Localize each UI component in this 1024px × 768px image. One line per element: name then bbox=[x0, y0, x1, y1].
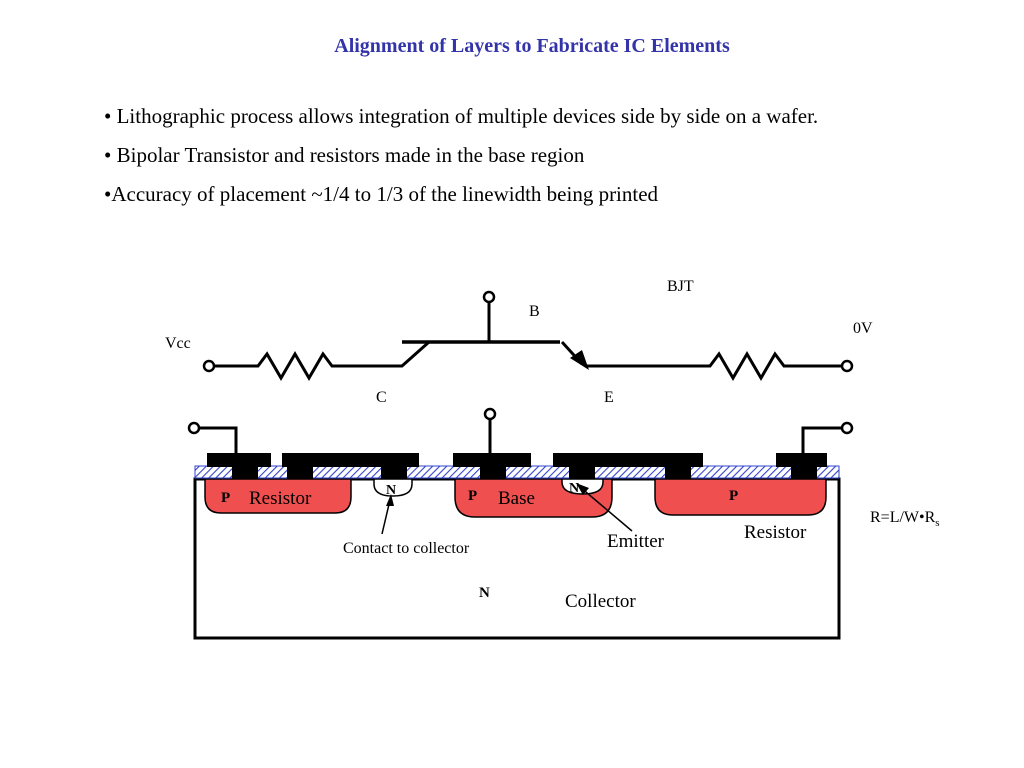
emitter-arrow-icon bbox=[576, 483, 589, 495]
p-label: P bbox=[221, 490, 230, 506]
resistance-formula: R=L/W•Rs bbox=[870, 509, 940, 529]
metal-via bbox=[232, 466, 258, 479]
collector-label: C bbox=[376, 389, 387, 406]
metal-pad bbox=[207, 453, 271, 467]
contact-to-collector-label: Contact to collector bbox=[343, 540, 470, 557]
bullet-item: •Accuracy of placement ~1/4 to 1/3 of th… bbox=[104, 182, 659, 206]
n-collector-contact bbox=[373, 478, 413, 497]
metal-pad bbox=[453, 453, 531, 467]
formula-subscript: s bbox=[935, 517, 939, 529]
emitter-label: Emitter bbox=[607, 531, 665, 552]
metal-via bbox=[569, 466, 595, 479]
circuit-schematic: BJT B Vcc 0V C E bbox=[165, 278, 873, 406]
p-label: P bbox=[468, 488, 477, 504]
p-resistor-right bbox=[654, 478, 827, 516]
emitter-pointer-line bbox=[579, 486, 633, 532]
cross-section: P Resistor N P Base N P Resistor Emitter… bbox=[187, 407, 940, 640]
base-terminal-cs bbox=[483, 407, 497, 421]
contact-arrow-icon bbox=[386, 494, 394, 506]
metal-via bbox=[791, 466, 817, 479]
n-label: N bbox=[569, 481, 579, 496]
right-terminal bbox=[840, 421, 854, 435]
bjt-label: BJT bbox=[667, 278, 694, 295]
left-terminal-wire bbox=[199, 426, 238, 453]
base-terminal bbox=[482, 290, 496, 304]
base-label: B bbox=[529, 303, 540, 320]
metal-via bbox=[381, 466, 407, 479]
collector-label: Collector bbox=[565, 591, 636, 612]
p-resistor-left bbox=[204, 478, 352, 514]
emitter-resistor-wire bbox=[586, 351, 842, 381]
n-label: N bbox=[386, 483, 396, 498]
vcc-label: Vcc bbox=[165, 335, 191, 352]
base-label: Base bbox=[498, 488, 535, 509]
left-terminal bbox=[187, 421, 201, 435]
collector-resistor-wire bbox=[214, 340, 430, 381]
p-label: P bbox=[729, 488, 738, 504]
formula-main: R=L/W•R bbox=[870, 509, 936, 526]
metal-via bbox=[665, 466, 691, 479]
bullet-list: • Lithographic process allows integratio… bbox=[104, 104, 924, 221]
right-terminal-wire bbox=[801, 426, 842, 453]
vcc-terminal bbox=[202, 359, 216, 373]
zero-v-terminal bbox=[840, 359, 854, 373]
metal-via bbox=[287, 466, 313, 479]
zero-v-label: 0V bbox=[853, 320, 873, 337]
metal-pad bbox=[553, 453, 703, 467]
resistor-right-label: Resistor bbox=[744, 522, 807, 543]
emitter-arrow-icon bbox=[570, 350, 589, 370]
bullet-item: • Lithographic process allows integratio… bbox=[104, 104, 819, 128]
metal-pad bbox=[776, 453, 827, 467]
n-substrate-label: N bbox=[479, 585, 490, 601]
metal-pad bbox=[282, 453, 419, 467]
resistor-left-label: Resistor bbox=[249, 488, 312, 509]
bullet-item: • Bipolar Transistor and resistors made … bbox=[104, 143, 585, 167]
slide-title: Alignment of Layers to Fabricate IC Elem… bbox=[334, 35, 730, 57]
emitter-label: E bbox=[604, 389, 614, 406]
metal-via bbox=[480, 466, 506, 479]
